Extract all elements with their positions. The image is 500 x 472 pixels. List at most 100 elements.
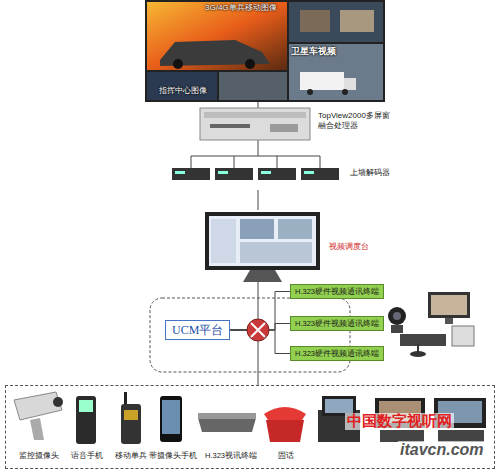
drawing-shape [14, 392, 62, 420]
drawing-shape [145, 0, 385, 102]
drawing-shape [261, 171, 271, 174]
drawing-shape [147, 72, 217, 100]
drawing-shape [211, 219, 236, 263]
drawing-shape [175, 171, 185, 174]
drawing-shape [205, 212, 320, 270]
drawing-shape [445, 318, 453, 324]
drawing-shape [278, 219, 312, 239]
drawing-shape [172, 168, 210, 180]
drawing-shape [124, 392, 127, 404]
drawing-shape [191, 148, 320, 168]
drawing-shape [198, 418, 256, 432]
router-symbol [247, 319, 269, 341]
drawing-shape [300, 72, 344, 90]
drawing-shape [388, 307, 406, 325]
drawing-shape [204, 112, 306, 118]
drawing-shape [340, 10, 374, 32]
node-text: H.323硬件视频通讯终端 [295, 287, 379, 296]
processor-device: TopView2000多屏窗融合处理器 [200, 108, 400, 140]
drawing-shape [215, 168, 253, 180]
node-text: H.323硬件视频通讯终端 [295, 349, 379, 358]
drawing-shape [393, 312, 401, 320]
drawing-shape [266, 420, 304, 442]
node-text: TopView2000多屏窗融合处理器 [318, 111, 394, 130]
drawing-shape [344, 78, 356, 90]
drawing-shape [289, 2, 383, 42]
drawing-shape [243, 270, 282, 282]
drawing-shape [300, 10, 330, 32]
monitor-picture [205, 212, 320, 282]
node-text: 3G/4G单兵移动图像 [205, 3, 277, 13]
node-text: 移动单兵 [115, 451, 147, 460]
terminal-box: H.323硬件视频通讯终端 [290, 284, 384, 299]
decoder-devices [191, 148, 320, 168]
drawing-shape [264, 407, 306, 420]
drawing-shape [270, 124, 298, 132]
node-text: 语音手机 [71, 451, 103, 460]
terminal-box: H.323硬件视频通讯终端 [290, 316, 384, 331]
drawing-shape [391, 325, 403, 333]
watermark-url: itavcn.com [398, 441, 486, 459]
node-text: 固话 [278, 451, 294, 460]
decoder-group: 上墙解码器 [170, 148, 405, 190]
drawing-shape [240, 242, 312, 263]
drawing-shape [247, 319, 269, 341]
drawing-shape [428, 292, 470, 318]
node-text: H.323视讯终端 [205, 451, 257, 460]
drawing-shape [417, 344, 419, 352]
connector-line [258, 190, 259, 210]
drawing-shape [173, 59, 183, 69]
drawing-shape [30, 418, 44, 440]
decoder-boxes [172, 168, 339, 180]
drawing-shape [240, 219, 274, 239]
drawing-shape [251, 323, 265, 337]
videoconf-equipment [388, 292, 474, 357]
drawing-shape [198, 413, 256, 419]
drawing-shape [210, 124, 250, 128]
video-wall: 3G/4G单兵移动图像卫星车视频指挥中心图像 [145, 0, 385, 102]
dispatch-console: 视频调度台 [205, 210, 405, 282]
processor-device [200, 108, 310, 140]
drawing-shape [289, 44, 383, 100]
drawing-shape [301, 168, 339, 180]
drawing-shape [219, 72, 287, 100]
node-text: 指挥中心图像 [159, 86, 207, 96]
node-text: 上墙解码器 [350, 168, 390, 178]
node-text: 监控摄像头 [19, 451, 59, 460]
drawing-shape [325, 399, 353, 413]
drawing-shape [410, 351, 426, 357]
drawing-shape [121, 404, 141, 444]
drawing-shape [245, 59, 255, 69]
drawing-shape [147, 2, 287, 70]
ucm-platform-box: UCM平台 [165, 320, 230, 340]
drawing-shape [76, 396, 96, 444]
drawing-shape [258, 168, 296, 180]
drawing-shape [79, 400, 93, 412]
connector-line [258, 140, 259, 148]
drawing-shape [452, 326, 474, 346]
drawing-shape [304, 171, 314, 174]
drawing-shape [200, 108, 310, 140]
drawing-shape [431, 295, 467, 315]
node-text: UCM平台 [172, 323, 223, 337]
node-text: 视频调度台 [329, 242, 369, 252]
node-text: 卫星车视频 [291, 46, 336, 57]
drawing-shape [307, 89, 313, 95]
video-wall-picture [145, 0, 385, 102]
drawing-shape [400, 334, 446, 346]
drawing-shape [160, 396, 182, 442]
drawing-shape [342, 89, 348, 95]
drawing-shape [124, 410, 138, 420]
endpoint-devices [14, 392, 486, 444]
drawing-shape [53, 397, 63, 407]
node-text: H.323硬件视频通讯终端 [295, 319, 379, 328]
drawing-shape [209, 216, 316, 266]
watermark: 中国数字视听网 [345, 413, 454, 430]
node-text: 带摄像头手机 [149, 451, 197, 460]
connector-line [258, 102, 259, 108]
terminal-box: H.323硬件视频通讯终端 [290, 346, 384, 361]
drawing-shape [218, 171, 228, 174]
drawing-shape [162, 400, 180, 434]
